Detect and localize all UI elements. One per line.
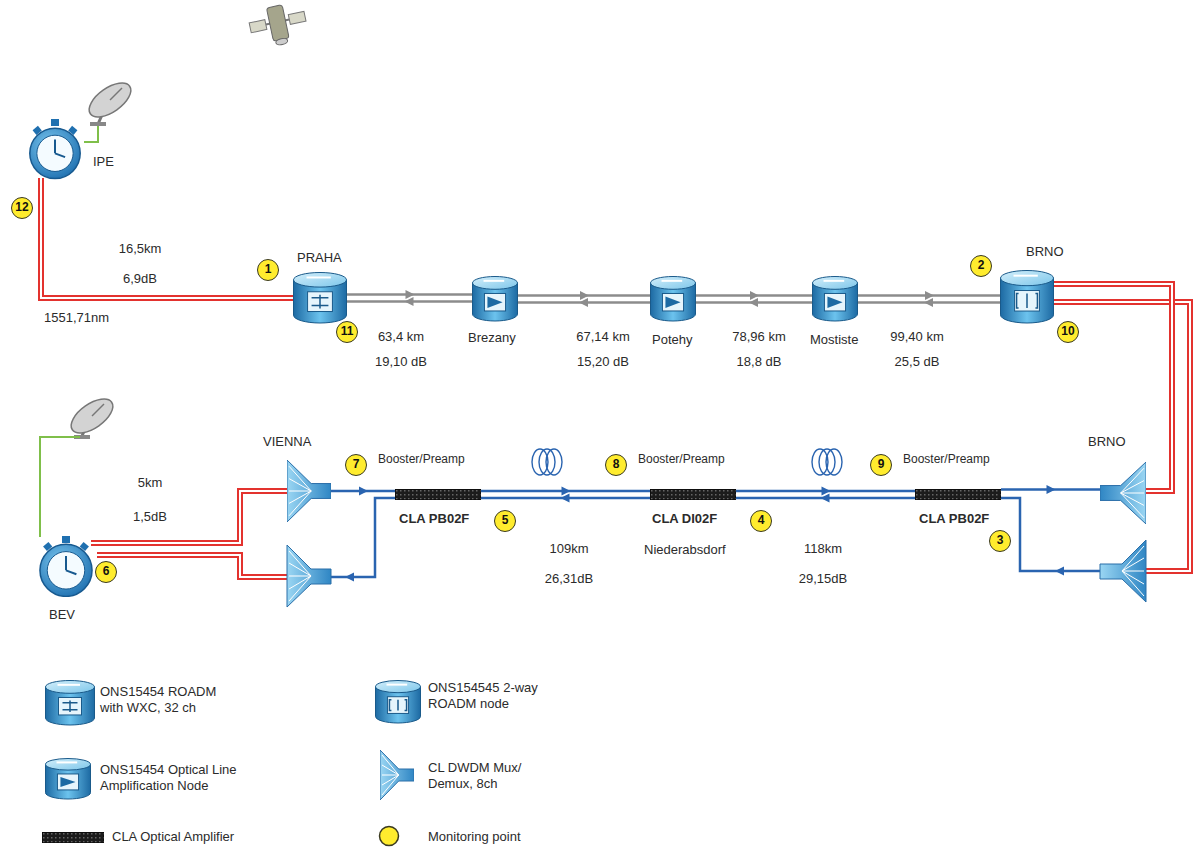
edge-label: 16,5km 6,9dB xyxy=(110,234,170,294)
callout-number: 7 xyxy=(345,454,367,476)
edge-label: 118km 29,15dB xyxy=(790,534,856,594)
fiber-link xyxy=(91,491,289,543)
callout-number: 4 xyxy=(750,510,772,532)
callout-number: 10 xyxy=(1057,321,1079,343)
node-label: IPE xyxy=(93,154,114,170)
node-label: Potehy xyxy=(652,332,692,348)
legend-text: Monitoring point xyxy=(428,829,628,845)
node-label: Brezany xyxy=(468,330,516,346)
callout-number: 6 xyxy=(95,561,117,583)
legend-sample xyxy=(45,758,91,800)
legend-text: CL DWDM Mux/ Demux, 8ch xyxy=(428,760,532,792)
edge-label: 78,96 km 18,8 dB xyxy=(726,324,792,374)
optical-amplifier: CLA DI02FNiederabsdorf xyxy=(650,489,736,500)
callout-number: 5 xyxy=(494,510,516,532)
callout-number: 3 xyxy=(989,530,1011,552)
legend-text: ONS15454 Optical Line Amplification Node xyxy=(100,762,252,794)
legend-sample xyxy=(378,825,400,847)
fiber-link xyxy=(1052,284,1172,491)
satellite-dish xyxy=(83,76,136,126)
fiber-link xyxy=(858,291,1000,307)
legend-text: ONS15454 ROADM with WXC, 32 ch xyxy=(100,684,228,716)
mux-demux xyxy=(287,540,1146,607)
fiber-link xyxy=(696,291,812,307)
fiber-link xyxy=(41,178,295,298)
network-node: Potehy xyxy=(650,276,696,322)
fiber-link xyxy=(1001,485,1100,494)
text-label: Booster/Preamp xyxy=(903,451,990,467)
network-node: BRNO xyxy=(1000,270,1054,324)
fiber-link xyxy=(481,487,650,503)
callout-number: 9 xyxy=(870,454,892,476)
clock-icon: IPE xyxy=(25,118,85,180)
network-node: Mostiste xyxy=(812,276,858,322)
legend-sample xyxy=(42,832,104,843)
edge-label: 67,14 km 15,20 dB xyxy=(570,324,636,374)
satellite xyxy=(247,1,310,51)
text-label: Booster/Preamp xyxy=(378,451,465,467)
fiber-link xyxy=(736,487,915,503)
fiber-link xyxy=(331,487,395,496)
fiber-link xyxy=(347,290,472,306)
network-node: VIENNA xyxy=(287,460,331,522)
optical-amplifier: CLA PB02F xyxy=(395,489,481,500)
node-label: VIENNA xyxy=(263,434,311,450)
clock-icon: BEV xyxy=(35,535,97,597)
antenna-wire xyxy=(40,437,80,537)
edge-label: 5km 1,5dB xyxy=(126,466,174,534)
node-label: BRNO xyxy=(1026,244,1064,260)
legend-text: CLA Optical Amplifier xyxy=(112,829,312,845)
fiber-link xyxy=(518,291,650,307)
callout-number: 12 xyxy=(11,197,33,219)
edge-label: 109km 26,31dB xyxy=(536,534,602,594)
arrow-head xyxy=(345,573,354,582)
node-label: Niederabsdorf xyxy=(644,542,726,558)
callout-number: 11 xyxy=(336,321,358,343)
antenna-wire xyxy=(84,126,98,142)
satellite-dish xyxy=(65,392,118,439)
fiber-spool xyxy=(532,449,842,475)
node-label: CLA PB02F xyxy=(919,511,989,527)
node-label: CLA DI02F xyxy=(652,511,717,527)
arrow-head xyxy=(1055,567,1064,576)
network-node: PRAHA xyxy=(293,272,347,324)
node-label: CLA PB02F xyxy=(399,511,469,527)
legend-sample xyxy=(380,750,414,800)
edge-label: 99,40 km 25,5 dB xyxy=(884,324,950,374)
fiber-line xyxy=(97,302,1190,577)
edge-label: 63,4 km 19,10 dB xyxy=(368,324,434,374)
legend-sample xyxy=(45,680,95,726)
callout-number: 8 xyxy=(605,454,627,476)
node-label: BRNO xyxy=(1088,434,1126,450)
optical-amplifier: CLA PB02F xyxy=(915,489,1001,500)
network-node: Brezany xyxy=(472,276,518,322)
fiber-line xyxy=(331,498,1100,577)
node-label: PRAHA xyxy=(297,250,342,266)
callout-number: 1 xyxy=(257,259,279,281)
legend-sample xyxy=(375,680,421,724)
text-label: 1551,71nm xyxy=(44,310,109,326)
network-node: BRNO xyxy=(1100,462,1146,524)
text-label: Booster/Preamp xyxy=(638,451,725,467)
node-label: Mostiste xyxy=(810,332,858,348)
node-label: BEV xyxy=(49,607,75,623)
legend-text: ONS154545 2-way ROADM node xyxy=(428,680,560,712)
callout-number: 2 xyxy=(970,255,992,277)
